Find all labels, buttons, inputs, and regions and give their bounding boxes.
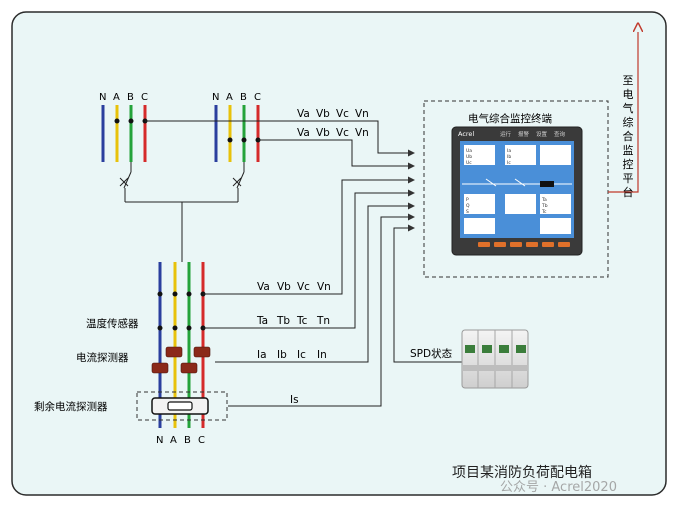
cell-ic: Ic xyxy=(507,160,511,166)
signal-vc-1: Vc xyxy=(336,108,349,120)
residual-detector-dashed-box xyxy=(136,391,228,421)
phase-label-b-bottom: B xyxy=(184,435,191,446)
phase-label-c-left: C xyxy=(141,92,148,103)
cell-ib: Ib xyxy=(507,154,511,160)
signal-vn-2: Vn xyxy=(355,127,369,139)
phase-label-n-mid: N xyxy=(212,92,219,103)
signal-vb-3: Vb xyxy=(277,281,291,293)
device-menu-3: 设置 xyxy=(536,130,548,138)
label-temp-sensor: 温度传感器 xyxy=(86,317,139,330)
cell-ia: Ia xyxy=(507,148,511,154)
phase-label-c-mid: C xyxy=(254,92,261,103)
voltage-taps-top xyxy=(145,120,415,170)
watermark: 公众号 · Acrel2020 xyxy=(500,480,617,495)
signal-va-2: Va xyxy=(297,127,310,139)
signal-in: In xyxy=(317,349,327,361)
signal-tc: Tc xyxy=(296,315,308,327)
signal-vb-1: Vb xyxy=(316,108,330,120)
label-monitor-terminal: 电气综合监控终端 xyxy=(468,112,552,125)
signal-tn: Tn xyxy=(316,315,330,327)
cell-ub: Ub xyxy=(466,154,472,160)
spd-device xyxy=(461,329,529,389)
phase-label-n-bottom: N xyxy=(156,435,163,446)
middle-busbar: N A B C xyxy=(212,92,261,162)
switch-right xyxy=(232,162,245,202)
switch-left xyxy=(119,162,132,202)
label-platform: 至 电 气 综 合 监 控 平 台 xyxy=(623,74,634,199)
signal-vn-3: Vn xyxy=(317,281,331,293)
svg-text:台: 台 xyxy=(623,185,634,199)
monitor-device: Acrel 运行 报警 设置 查询 Ua Ub Uc Ia Ib Ic P Q … xyxy=(451,126,583,256)
cell-s: S xyxy=(466,209,469,215)
phase-label-c-bottom: C xyxy=(198,435,205,446)
device-menu-2: 报警 xyxy=(518,130,530,138)
left-busbar: N A B C xyxy=(99,92,148,162)
svg-text:电: 电 xyxy=(623,88,634,101)
cell-ua: Ua xyxy=(466,148,472,154)
svg-text:监: 监 xyxy=(623,144,634,157)
signal-ia: Ia xyxy=(257,349,267,361)
uplink-arrow xyxy=(608,32,638,193)
phase-label-a-left: A xyxy=(113,92,120,103)
signal-vc-2: Vc xyxy=(336,127,349,139)
signal-ta: Ta xyxy=(256,315,268,327)
label-current-detector: 电流探测器 xyxy=(76,351,129,364)
box-title: 项目某消防负荷配电箱 xyxy=(452,465,592,481)
svg-text:平: 平 xyxy=(623,172,634,185)
device-menu-1: 运行 xyxy=(500,130,512,138)
cell-uc: Uc xyxy=(466,160,472,166)
phase-label-b-left: B xyxy=(127,92,134,103)
device-brand: Acrel xyxy=(458,130,474,138)
label-spd-status: SPD状态 xyxy=(410,347,453,360)
signal-ib: Ib xyxy=(277,349,287,361)
svg-text:至: 至 xyxy=(623,74,634,87)
signal-vn-1: Vn xyxy=(355,108,369,120)
cell-tc: Tc xyxy=(541,209,547,215)
feeder-join xyxy=(125,201,238,262)
signal-is: Is xyxy=(290,394,299,406)
cell-ta: Ta xyxy=(541,197,547,203)
svg-text:合: 合 xyxy=(623,129,634,143)
signal-ic: Ic xyxy=(297,349,306,361)
device-menu-4: 查询 xyxy=(554,130,566,138)
signal-va-1: Va xyxy=(297,108,310,120)
phase-label-b-mid: B xyxy=(240,92,247,103)
cell-q: Q xyxy=(466,203,470,209)
signal-va-3: Va xyxy=(257,281,270,293)
label-residual-detector: 剩余电流探测器 xyxy=(34,400,108,413)
current-detector-clamps xyxy=(151,346,211,374)
residual-detector-device xyxy=(151,397,209,415)
signal-tb: Tb xyxy=(276,315,290,327)
signal-lines-lower xyxy=(203,176,470,407)
phase-label-a-mid: A xyxy=(226,92,233,103)
signal-vb-2: Vb xyxy=(316,127,330,139)
signal-vc-3: Vc xyxy=(297,281,310,293)
phase-label-a-bottom: A xyxy=(170,435,177,446)
svg-text:气: 气 xyxy=(623,101,634,115)
cell-p: P xyxy=(466,197,469,203)
phase-label-n-left: N xyxy=(99,92,106,103)
cell-tb: Tb xyxy=(541,203,548,209)
svg-text:综: 综 xyxy=(623,115,634,129)
svg-text:控: 控 xyxy=(623,157,634,171)
monitor-terminal-dashed-box xyxy=(423,100,609,278)
